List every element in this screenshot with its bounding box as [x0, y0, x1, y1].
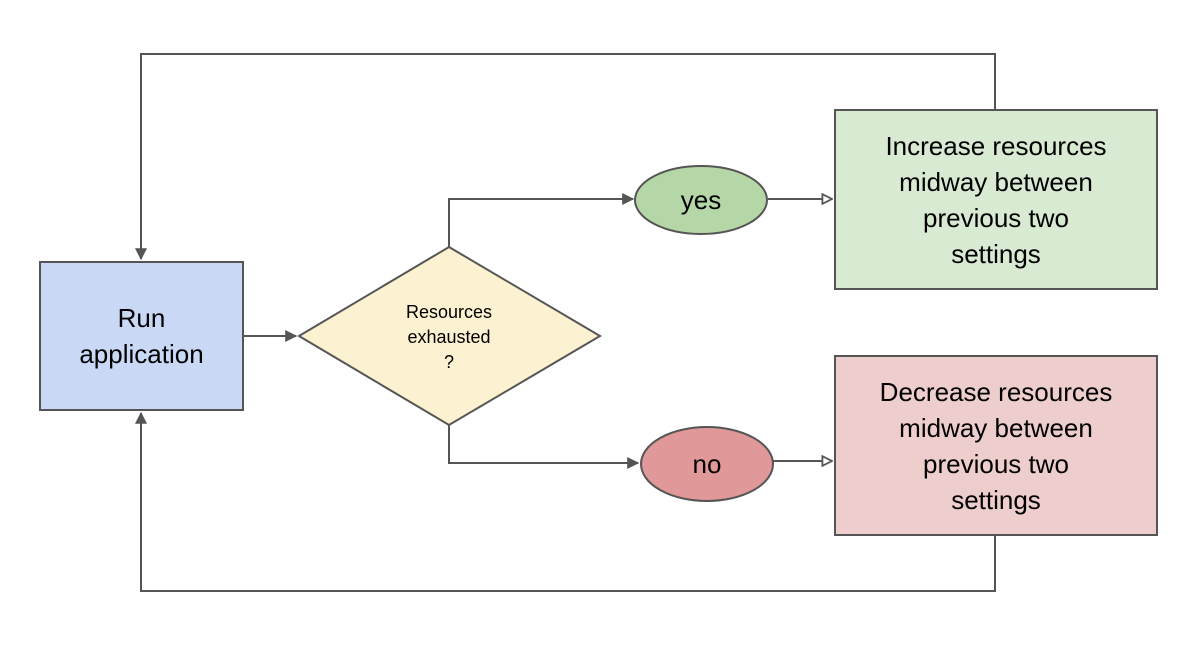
resources-exhausted-diamond	[297, 245, 602, 427]
no-ellipse	[640, 426, 774, 502]
resources-exhausted-label: Resources exhausted ?	[405, 301, 493, 372]
edge-increase-to-run	[135, 53, 996, 261]
increase-resources-box	[834, 109, 1158, 290]
edge-decrease-to-run	[135, 411, 996, 592]
no-label: no	[692, 449, 722, 479]
decrease-resources-box	[834, 355, 1158, 536]
run-application-box	[39, 261, 244, 411]
edge-decision-to-no	[448, 425, 640, 469]
yes-ellipse	[634, 165, 768, 235]
decrease-resources-label: Decrease resources midway between previo…	[879, 376, 1113, 515]
yes-label: yes	[680, 185, 722, 215]
run-application-label: Run application	[79, 303, 204, 369]
edge-decision-to-yes	[448, 193, 635, 247]
increase-resources-label: Increase resources midway between previo…	[885, 130, 1107, 269]
